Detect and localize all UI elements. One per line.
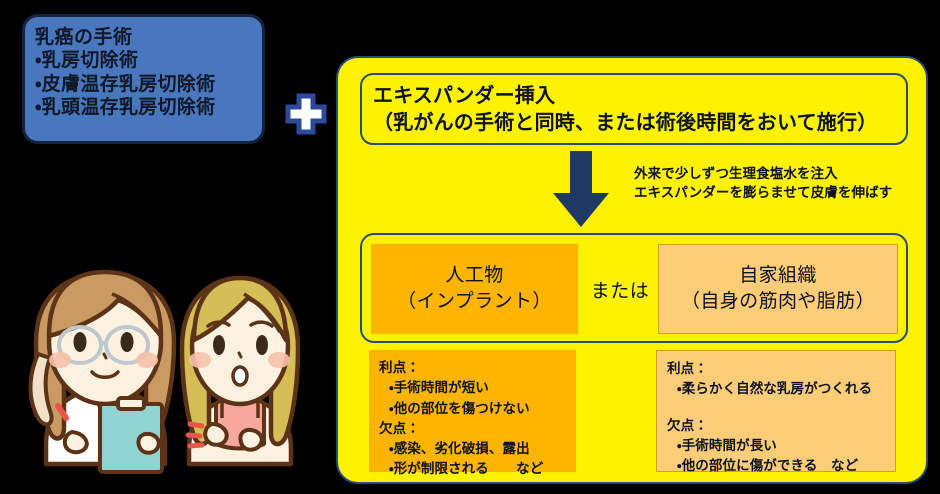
autologous-cons-item-1: ・手術時間が長い bbox=[677, 437, 777, 454]
glasses bbox=[57, 325, 150, 365]
autologous-pros-cons-box: 利点： ・柔らかく自然な乳房がつくれる 欠点： ・手術時間が長い ・他の部位に傷… bbox=[656, 350, 896, 474]
option-autologous-card: 自家組織 （自身の筋肉や脂肪） bbox=[658, 244, 898, 334]
or-separator-label: または bbox=[590, 280, 650, 302]
arrow-note-line-2: エキスパンダーを膨らませて皮膚を伸ばす bbox=[634, 185, 893, 202]
surgery-item-skin-sparing-mastectomy: ・皮膚温存乳房切除術 bbox=[35, 72, 216, 95]
option-implant-line-2: （インプラント） bbox=[397, 290, 552, 312]
autologous-cons-heading: 欠点： bbox=[667, 417, 708, 434]
implant-pros-cons-box: 利点： ・手術時間が短い ・他の部位を傷つけない 欠点： ・感染、劣化破損、露出… bbox=[369, 350, 576, 477]
implant-pros-item-1: ・手術時間が短い bbox=[389, 380, 489, 397]
doctor-and-patient-illustration bbox=[8, 248, 326, 490]
surgery-box-title: 乳癌の手術 bbox=[35, 26, 133, 48]
arrow-annotation: 外来で少しずつ生理食塩水を注入 エキスパンダーを膨らませて皮膚を伸ばす bbox=[634, 165, 904, 203]
option-implant-line-1: 人工物 bbox=[445, 264, 504, 287]
implant-pros-heading: 利点： bbox=[379, 360, 420, 376]
arrow-note-line-1: 外来で少しずつ生理食塩水を注入 bbox=[634, 166, 838, 182]
expander-subtitle: （乳がんの手術と同時、または術後時間をおいて施行） bbox=[373, 109, 878, 134]
surgery-item-nipple-sparing-mastectomy: ・乳頭温存乳房切除術 bbox=[35, 96, 216, 119]
option-autologous-line-1: 自家組織 bbox=[739, 264, 817, 287]
expander-insertion-box: エキスパンダー挿入 （乳がんの手術と同時、または術後時間をおいて施行） bbox=[360, 73, 908, 145]
option-implant-card: 人工物 （インプラント） bbox=[371, 244, 578, 334]
expander-title: エキスパンダー挿入 bbox=[373, 83, 556, 107]
implant-cons-item-2: ・形が制限される など bbox=[389, 461, 544, 478]
clipboard bbox=[98, 396, 164, 474]
pain-marks bbox=[185, 421, 205, 449]
autologous-pros-item-1: ・柔らかく自然な乳房がつくれる bbox=[677, 381, 873, 398]
female-doctor-figure bbox=[28, 269, 177, 474]
worried-female-patient-figure bbox=[179, 275, 301, 467]
down-arrow-icon bbox=[552, 151, 610, 228]
breast-cancer-surgery-box: 乳癌の手術 ・乳房切除術 ・皮膚温存乳房切除術 ・乳頭温存乳房切除術 bbox=[22, 14, 265, 144]
reconstruction-options-box: 人工物 （インプラント） または 自家組織 （自身の筋肉や脂肪） bbox=[360, 233, 908, 343]
plus-icon bbox=[284, 92, 328, 136]
implant-cons-item-1: ・感染、劣化破損、露出 bbox=[389, 441, 530, 457]
surgery-item-mastectomy: ・乳房切除術 bbox=[35, 49, 139, 72]
autologous-pros-heading: 利点： bbox=[667, 361, 708, 377]
autologous-cons-item-2: ・他の部位に傷ができる など bbox=[677, 458, 859, 474]
pros-cons-spacer bbox=[667, 400, 895, 416]
implant-cons-heading: 欠点： bbox=[379, 420, 420, 437]
option-autologous-line-2: （自身の筋肉や脂肪） bbox=[680, 290, 875, 312]
reconstruction-flow-panel: エキスパンダー挿入 （乳がんの手術と同時、または術後時間をおいて施行） 外来で少… bbox=[336, 56, 928, 484]
implant-pros-item-2: ・他の部位を傷つけない bbox=[389, 400, 530, 417]
